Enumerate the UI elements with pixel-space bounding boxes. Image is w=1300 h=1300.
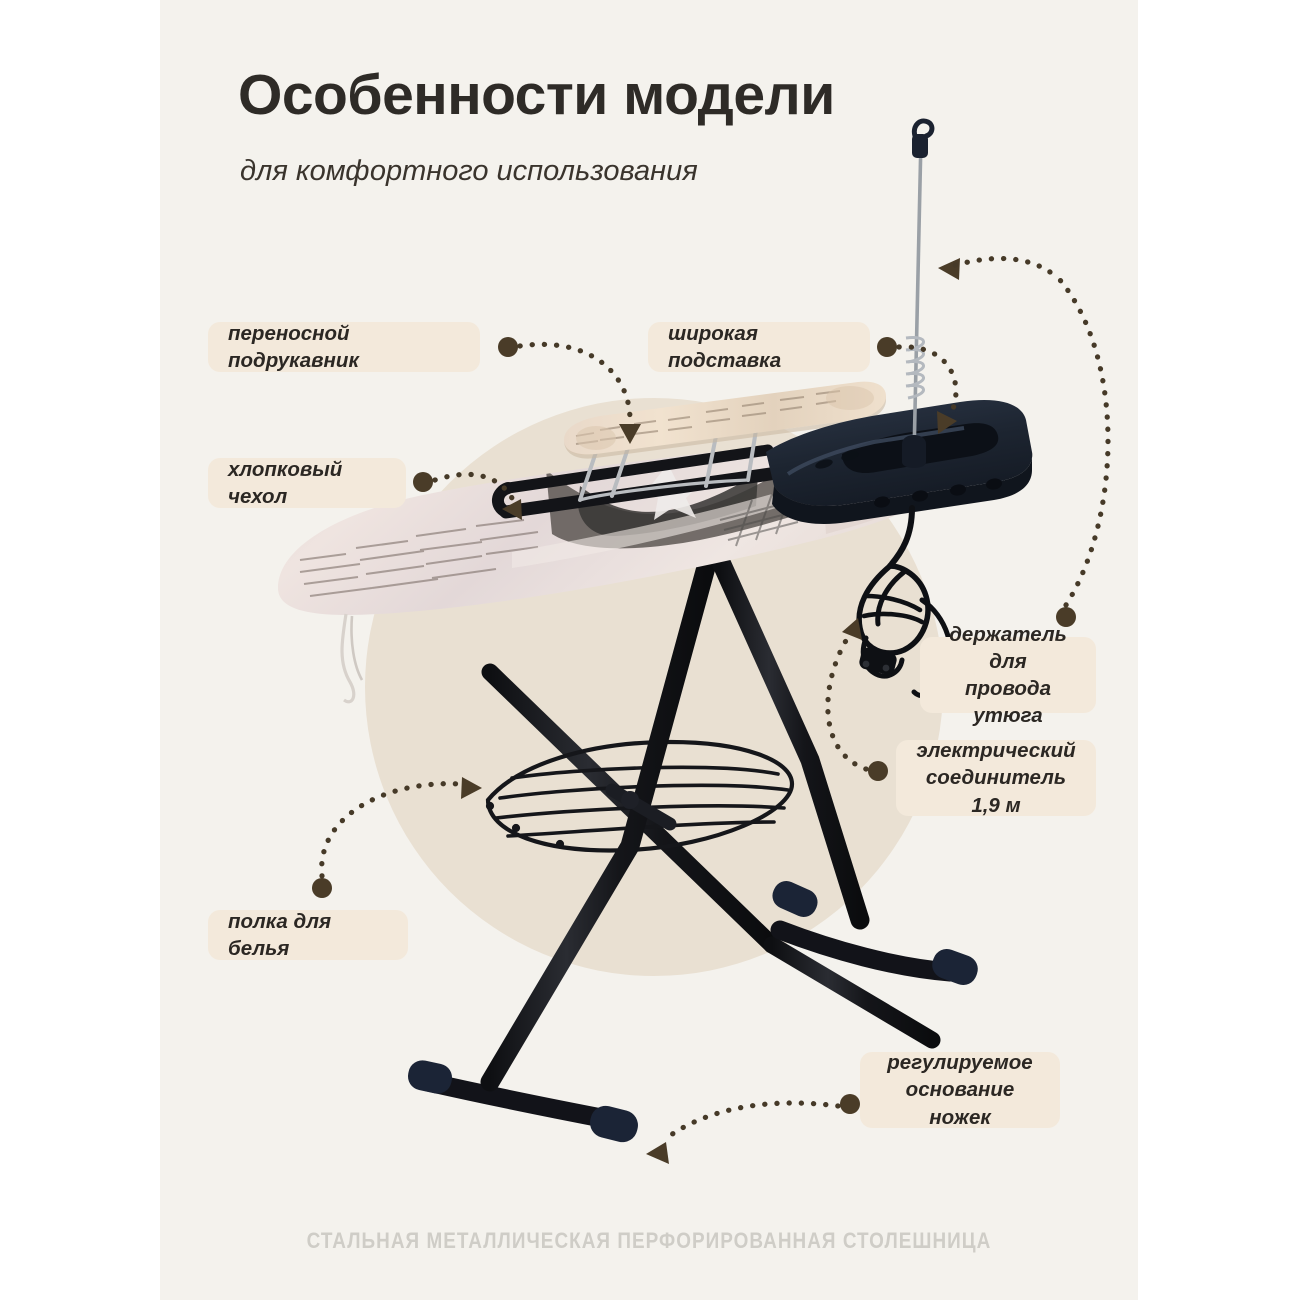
arrow-adjustable-feet [646,1094,860,1164]
page-title: Особенности модели [238,63,835,127]
content-panel: Особенности модели для комфортного испол… [160,0,1138,1300]
arrow-wide-rest [877,337,959,434]
callout-cotton-cover: хлопковый чехол [208,458,406,508]
callout-adjustable-feet: регулируемое основание ножек [860,1051,1060,1129]
iron-cord-holder-rod [902,118,935,468]
footer-caption: СТАЛЬНАЯ МЕТАЛЛИЧЕСКАЯ ПЕРФОРИРОВАННАЯ С… [306,1228,992,1253]
callout-sleeve-board: переносной подрукавник [208,322,480,372]
callout-cord-holder: держатель для провода утюга [920,623,1096,727]
page-subtitle: для комфортного использования [240,155,698,187]
callout-linen-shelf: полка для белья [208,910,408,960]
arrow-cord-holder [938,255,1111,627]
callout-power-cord: электрический соединитель 1,9 м [896,739,1096,817]
callout-wide-rest: широкая подставка [648,322,870,372]
background-circle-decoration [365,398,943,976]
